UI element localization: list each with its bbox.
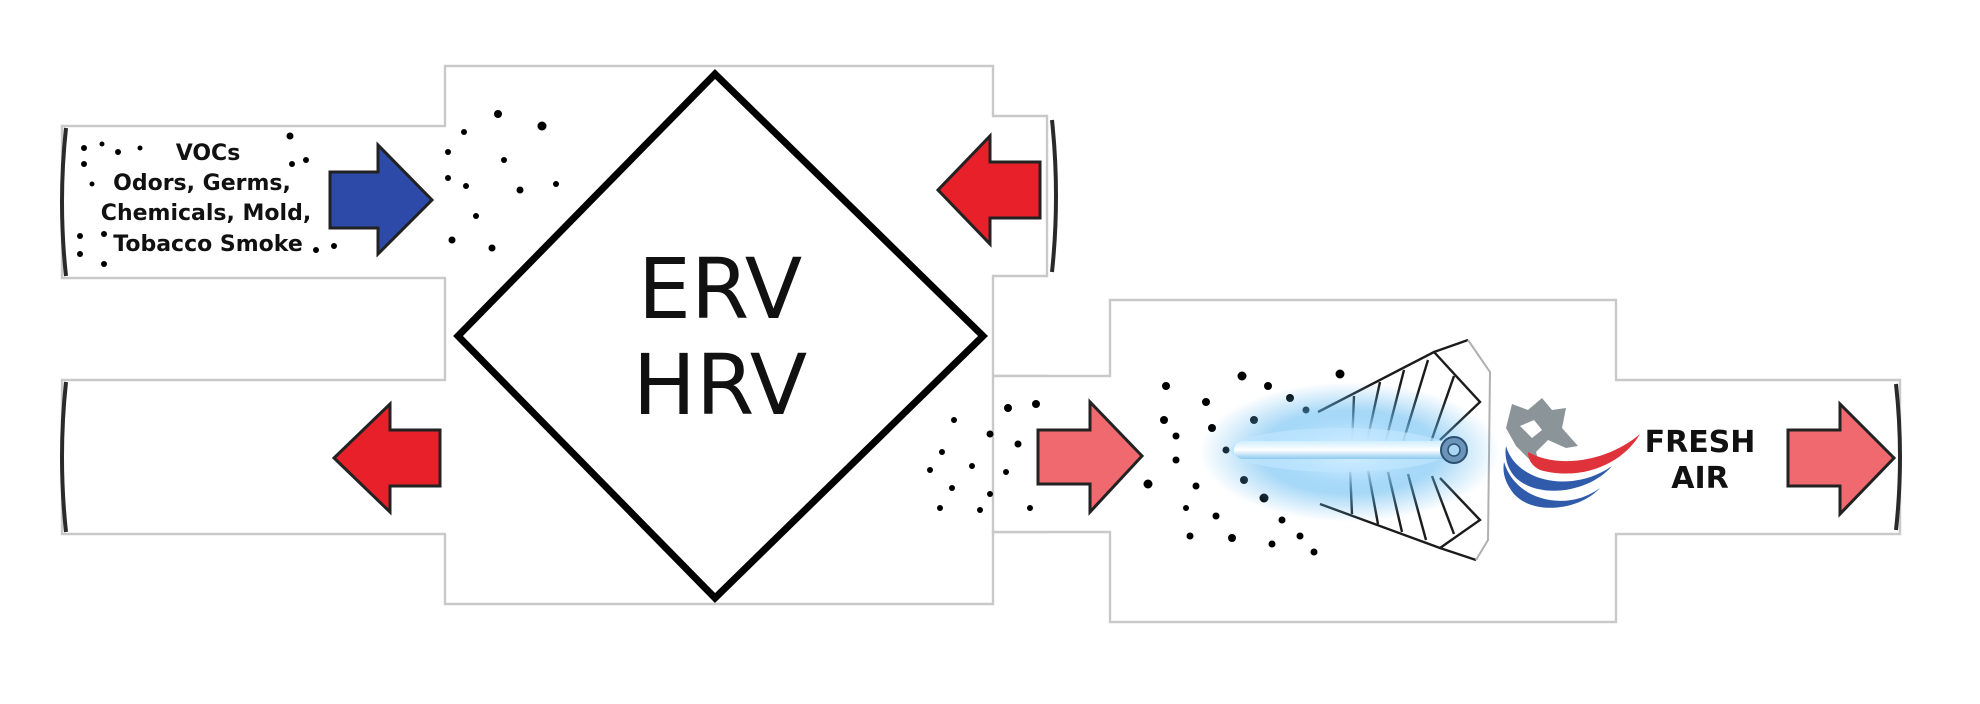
contaminant-line-1: VOCs	[176, 141, 241, 166]
duct-cap-left-bottom	[60, 381, 68, 533]
particle	[1228, 534, 1236, 542]
arrow-exhaust-left-bottom	[331, 400, 442, 516]
duct-cap-right-bottom	[1894, 383, 1902, 531]
particle	[303, 157, 309, 163]
particle	[1335, 369, 1345, 379]
duct-cap-left-top	[60, 127, 68, 277]
duct-cap-right-top	[1050, 119, 1058, 273]
core-label-hrv: HRV	[633, 336, 807, 434]
particle	[286, 132, 294, 140]
particle	[331, 243, 337, 249]
uv-tube-cap-inner	[1447, 443, 1461, 457]
particle	[1003, 469, 1009, 475]
particle	[1160, 416, 1168, 424]
particle	[1027, 505, 1033, 511]
particle	[81, 161, 87, 167]
particle	[137, 145, 143, 151]
fresh-air-line-2: AIR	[1671, 461, 1728, 496]
particle	[1278, 516, 1286, 524]
particle	[1014, 440, 1022, 448]
particle	[101, 231, 107, 237]
fox-head	[1506, 398, 1578, 466]
particle	[937, 505, 943, 511]
contaminant-line-2: Odors, Germs,	[113, 171, 291, 196]
particle	[1310, 548, 1318, 556]
particle	[939, 449, 945, 455]
particle	[313, 247, 319, 253]
particle	[1143, 479, 1153, 489]
particle	[99, 141, 105, 147]
arrow-supply-right-mid	[1036, 398, 1145, 516]
particle	[977, 507, 983, 513]
particle	[289, 161, 295, 167]
fox-logo-icon	[1503, 398, 1640, 508]
fox-face-detail	[1520, 420, 1542, 438]
particle	[448, 236, 456, 244]
particle	[949, 485, 955, 491]
arrow-return-left-top	[935, 132, 1042, 248]
particle	[987, 491, 993, 497]
fresh-air-label: FRESH AIR	[1645, 425, 1756, 496]
logo-swoosh-blue-1	[1505, 446, 1612, 491]
particle	[445, 175, 451, 181]
particle	[1172, 456, 1180, 464]
particle	[1212, 512, 1220, 520]
contaminant-line-3: Chemicals, Mold,	[101, 201, 311, 226]
logo-swoosh-blue-2	[1503, 462, 1600, 508]
particle	[461, 129, 467, 135]
particle	[553, 181, 559, 187]
particle	[1032, 400, 1040, 408]
particle	[81, 145, 87, 151]
arrow-fresh-air-right	[1786, 400, 1897, 518]
uv-tube	[1234, 441, 1454, 459]
particle	[463, 183, 469, 189]
particle	[537, 121, 547, 131]
particle	[473, 213, 479, 219]
arrow-stale-air-right	[328, 141, 435, 258]
particle	[986, 430, 994, 438]
particle	[516, 186, 524, 194]
particle	[1186, 532, 1194, 540]
contaminant-line-4: Tobacco Smoke	[113, 232, 303, 257]
particle	[969, 463, 975, 469]
particle	[1162, 382, 1170, 390]
core-diamond	[453, 69, 989, 603]
uv-lamp-icon	[1200, 338, 1500, 562]
particle	[488, 244, 496, 252]
particle	[501, 157, 507, 163]
core-label-erv: ERV	[638, 240, 802, 338]
particle	[77, 233, 83, 239]
exchanger-core: ERV HRV	[453, 69, 989, 603]
particle	[927, 467, 933, 473]
particle	[1296, 532, 1304, 540]
logo-swoosh-red	[1528, 434, 1640, 474]
particle	[77, 251, 83, 257]
particle	[1183, 505, 1189, 511]
particle	[1264, 382, 1272, 390]
particle	[494, 110, 502, 118]
particle	[1004, 404, 1012, 412]
particle	[115, 149, 121, 155]
contaminants-label: VOCs Odors, Germs, Chemicals, Mold, Toba…	[101, 141, 311, 257]
fresh-air-line-1: FRESH	[1645, 425, 1756, 460]
particle	[1192, 482, 1200, 490]
particle	[1172, 432, 1180, 440]
particle	[101, 261, 107, 267]
particle	[1237, 371, 1247, 381]
airflow-arrows	[328, 132, 1897, 518]
particle	[89, 181, 95, 187]
particle	[1202, 398, 1210, 406]
particle	[445, 149, 451, 155]
particle	[951, 417, 957, 423]
particle	[1268, 540, 1276, 548]
